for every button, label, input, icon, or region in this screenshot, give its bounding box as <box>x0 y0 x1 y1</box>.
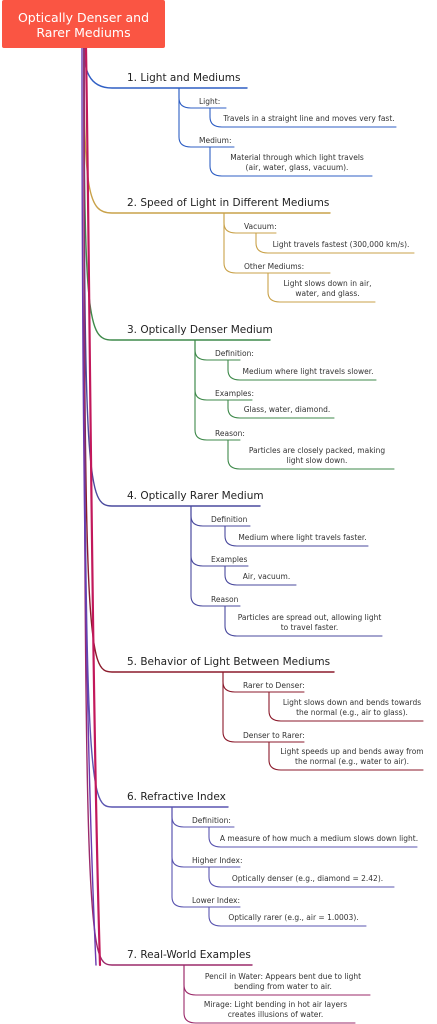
section-title-4: 4. Optically Rarer Medium <box>127 490 264 502</box>
leaf-branch-3-2 <box>227 399 335 419</box>
leaf-text-5-1-1: Light slows down and bends towards <box>282 698 422 707</box>
root-node <box>2 0 165 48</box>
leaf-text-2-2-2: water, and glass. <box>295 289 360 298</box>
leaf-text-7-1-2: bending from water to air. <box>234 982 332 991</box>
sub-label-3-3: Reason: <box>215 429 245 438</box>
section-title-6: 6. Refractive Index <box>127 791 226 803</box>
leaf-text-2-2-1: Light slows down in air, <box>283 279 372 288</box>
sub-label-6-1: Definition: <box>192 816 231 825</box>
leaf-text-3-3-1: Particles are closely packed, making <box>248 446 386 455</box>
leaf-text-5-2-2: the normal (e.g., water to air). <box>295 757 409 766</box>
sub-label-1-1: Light: <box>199 97 221 106</box>
sub-branch-5-2 <box>222 671 305 743</box>
leaf-text-4-2-1: Air, vacuum. <box>242 572 291 581</box>
leaf-branch-5-2 <box>268 741 424 771</box>
leaf-text-4-3-1: Particles are spread out, allowing light <box>237 613 382 622</box>
leaf-text-4-1-1: Medium where light travels faster. <box>238 533 367 542</box>
leaf-text-5-2-1: Light speeds up and bends away from <box>280 747 424 756</box>
leaf-text-7-2-1: Mirage: Light bending in hot air layers <box>203 1000 348 1009</box>
leaf-branch-5-1 <box>268 691 424 722</box>
section-title-1: 1. Light and Mediums <box>127 72 241 84</box>
sub-label-2-1: Vacuum: <box>244 222 277 231</box>
sub-label-6-2: Higher Index: <box>192 856 243 865</box>
sub-label-5-1: Rarer to Denser: <box>243 681 305 690</box>
sub-label-6-3: Lower Index: <box>192 896 241 905</box>
leaf-branch-2-2 <box>267 272 376 303</box>
leaf-text-1-2-2: (air, water, glass, vacuum). <box>245 163 349 172</box>
section-title-5: 5. Behavior of Light Between Mediums <box>127 656 331 668</box>
leaf-text-1-2-1: Material through which light travels <box>230 153 364 162</box>
leaf-text-7-2-2: creates illusions of water. <box>227 1010 324 1019</box>
section-title-3: 3. Optically Denser Medium <box>127 324 273 336</box>
sub-label-4-2: Examples <box>211 555 248 564</box>
sub-branch-4-3 <box>190 505 241 607</box>
section-title-7: 7. Real-World Examples <box>127 949 251 961</box>
leaf-text-1-1-1: Travels in a straight line and moves ver… <box>223 114 395 123</box>
leaf-branch-6-2 <box>208 866 395 888</box>
section-branch-3 <box>83 47 271 341</box>
leaf-branch-2-1 <box>255 232 415 254</box>
leaf-text-6-2-1: Optically denser (e.g., diamond = 2.42). <box>231 874 384 883</box>
leaf-branch-1-1 <box>209 107 397 128</box>
root-title-line-2: Rarer Mediums <box>36 25 131 40</box>
leaf-branch-6-3 <box>208 906 367 927</box>
trunk-accent-2 <box>81 47 97 966</box>
sub-label-3-2: Examples: <box>215 389 254 398</box>
leaf-text-7-1-1: Pencil in Water: Appears bent due to lig… <box>204 972 362 981</box>
leaf-branch-6-1 <box>208 826 418 848</box>
leaf-branch-4-3 <box>224 605 383 637</box>
sub-label-2-2: Other Mediums: <box>244 262 305 271</box>
leaf-text-4-3-2: to travel faster. <box>280 623 339 632</box>
section-branch-7 <box>83 47 253 966</box>
sub-label-5-2: Denser to Rarer: <box>243 731 305 740</box>
sub-label-4-3: Reason <box>211 595 239 604</box>
sub-branch-6-3 <box>171 806 241 908</box>
leaf-branch-1-2 <box>209 146 373 177</box>
sub-label-3-1: Definition: <box>215 349 254 358</box>
leaf-branch-3-3 <box>227 439 395 470</box>
section-title-2: 2. Speed of Light in Different Mediums <box>127 197 330 209</box>
leaf-text-3-2-1: Glass, water, diamond. <box>243 405 331 414</box>
root-title: Optically Denser and Rarer Mediums <box>2 10 165 40</box>
leaf-text-6-3-1: Optically rarer (e.g., air = 1.0003). <box>228 913 359 922</box>
leaf-text-2-1-1: Light travels fastest (300,000 km/s). <box>272 240 410 249</box>
sub-label-1-2: Medium: <box>199 136 232 145</box>
leaf-text-3-1-1: Medium where light travels slower. <box>242 367 374 376</box>
leaf-text-5-1-2: the normal (e.g., air to glass). <box>296 708 408 717</box>
root-title-line-1: Optically Denser and <box>17 10 150 25</box>
leaf-branch-4-2 <box>224 565 297 586</box>
sub-branch-2-2 <box>223 212 331 274</box>
leaf-branch-3-1 <box>227 359 377 381</box>
leaf-text-6-1-1: A measure of how much a medium slows dow… <box>219 834 419 843</box>
trunk-accent <box>84 46 102 967</box>
section-branch-6 <box>83 47 229 808</box>
sub-branch-3-3 <box>194 339 241 441</box>
sub-label-4-1: Definition <box>211 515 248 524</box>
leaf-text-3-3-2: light slow down. <box>286 456 348 465</box>
sub-branch-7-2 <box>183 964 356 1024</box>
sub-branch-1-2 <box>178 87 235 148</box>
leaf-branch-4-1 <box>224 525 369 547</box>
